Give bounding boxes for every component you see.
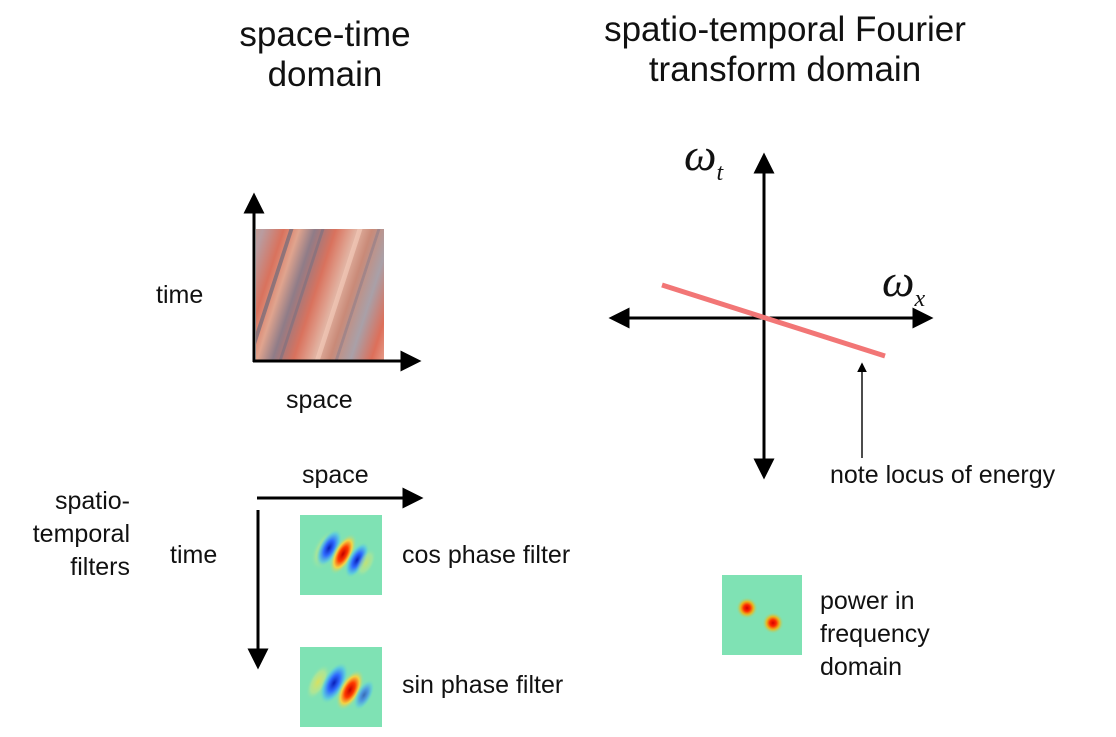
- filter-space-label: space: [302, 461, 369, 489]
- space-time-x-label: space: [286, 386, 353, 414]
- cos-phase-filter-label: cos phase filter: [402, 541, 571, 569]
- filter-time-label: time: [170, 541, 218, 569]
- sin-phase-filter-label: sin phase filter: [402, 671, 564, 699]
- power-label-line1: power in: [820, 587, 915, 615]
- omega-x-symbol: ω: [882, 255, 915, 306]
- title-space-time: space-time domain: [215, 15, 435, 95]
- omega-t-subscript: t: [716, 160, 724, 186]
- energy-locus-line: [661, 282, 886, 359]
- filters-section-label-line1: spatio-: [54, 487, 130, 515]
- power-label-line3: domain: [820, 653, 902, 681]
- omega-x-label: ωx: [882, 258, 925, 322]
- power-label-line2: frequency: [820, 620, 930, 648]
- omega-x-subscript: x: [914, 286, 926, 312]
- title-fourier: spatio-temporal Fourier transform domain: [560, 10, 1010, 90]
- space-time-stripe-image: [256, 229, 384, 361]
- title-space-time-line2: domain: [267, 55, 383, 94]
- filters-section-label-line2: temporal: [32, 520, 130, 548]
- title-fourier-line2: transform domain: [648, 50, 922, 89]
- sin-phase-filter-image: [300, 647, 382, 727]
- energy-locus-note: note locus of energy: [830, 461, 1056, 489]
- space-time-y-label: time: [156, 281, 204, 309]
- title-fourier-line1: spatio-temporal Fourier: [604, 10, 966, 49]
- title-space-time-line1: space-time: [239, 15, 411, 54]
- omega-t-label: ωt: [684, 132, 723, 196]
- filters-section-label: spatio- temporal filters: [30, 485, 130, 584]
- power-spectrum-image: [722, 575, 802, 655]
- omega-t-symbol: ω: [684, 129, 717, 180]
- power-label: power in frequency domain: [820, 585, 930, 684]
- filters-section-label-line3: filters: [70, 553, 130, 581]
- cos-phase-filter-image: [300, 515, 382, 595]
